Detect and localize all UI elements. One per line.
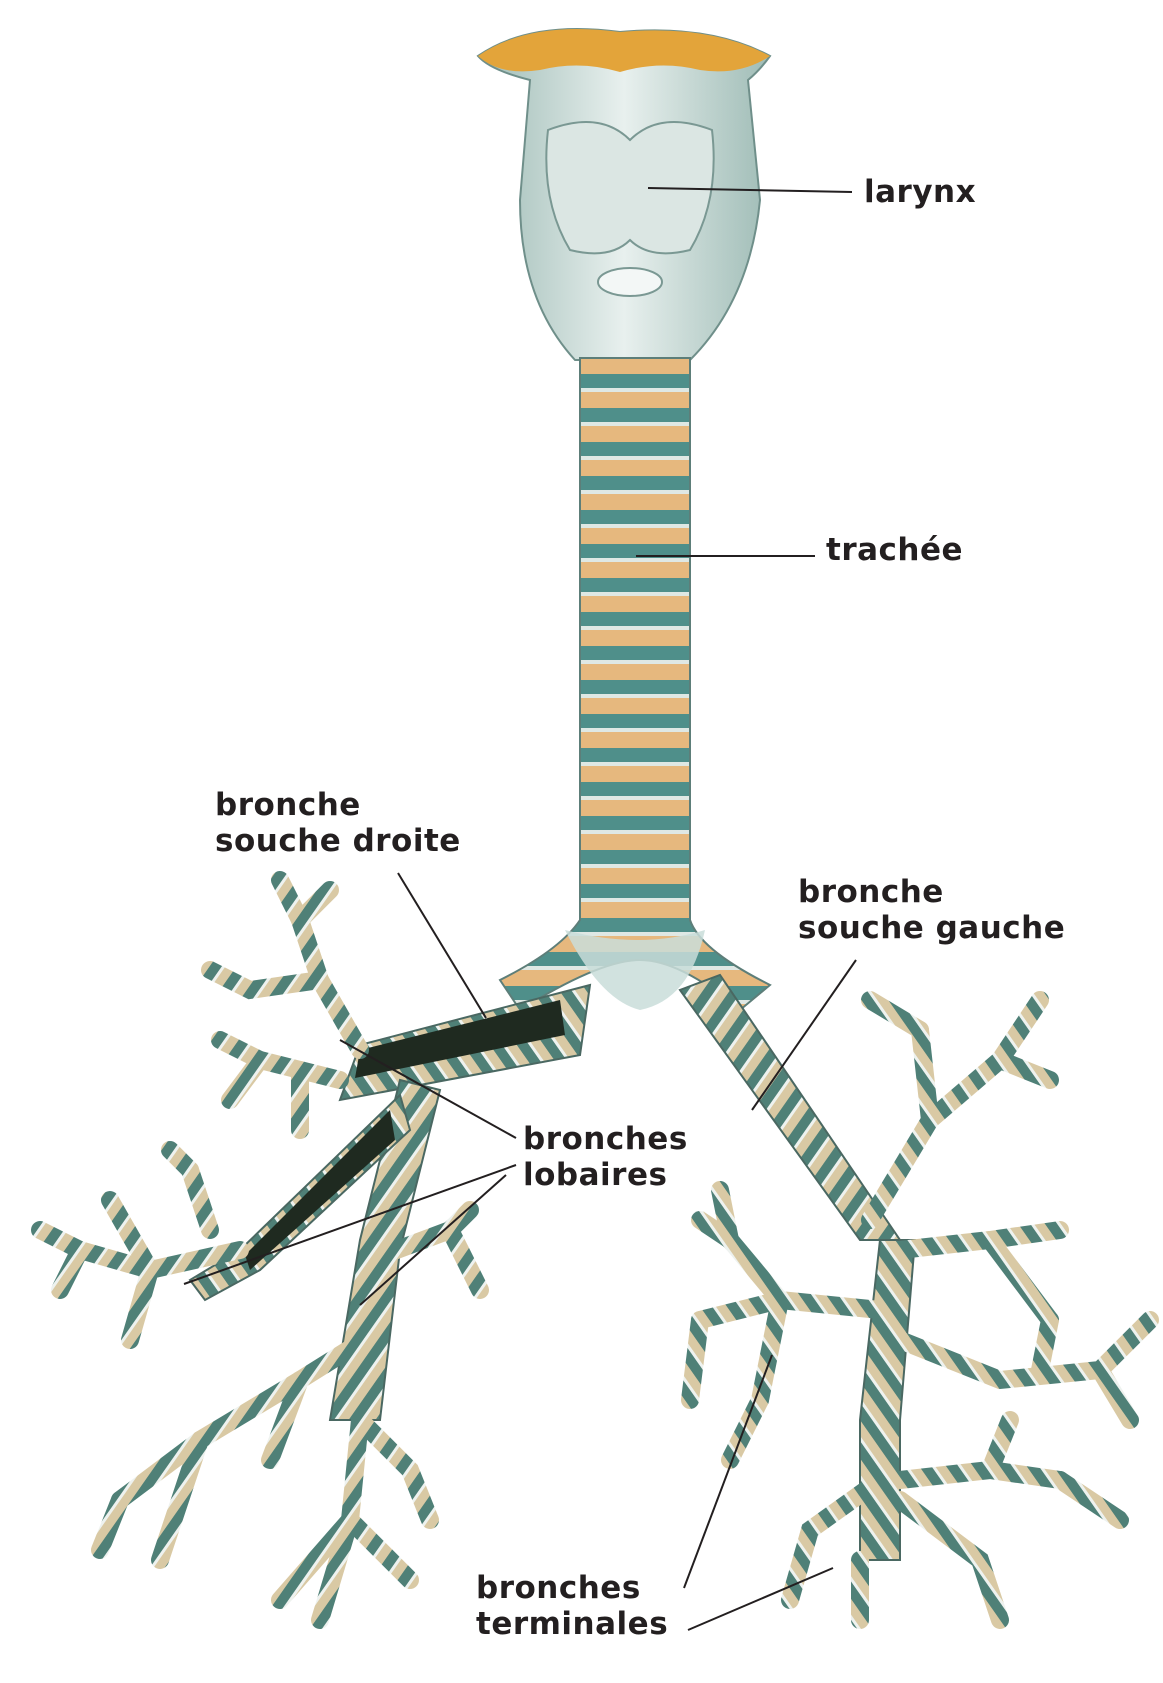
- label-bronches-lobaires-line1: bronches: [523, 1121, 688, 1157]
- leader-bronche-souche-gauche: [752, 960, 856, 1110]
- larynx-shape: [478, 29, 770, 360]
- label-bronches-lobaires: bronches lobaires: [523, 1121, 688, 1193]
- label-larynx: larynx: [864, 174, 976, 210]
- label-bronche-souche-droite-line1: bronche: [215, 787, 461, 823]
- label-bronches-terminales-line2: terminales: [476, 1606, 668, 1642]
- label-bronche-souche-gauche-line1: bronche: [798, 874, 1065, 910]
- leader-terminales-2: [688, 1568, 833, 1630]
- trachea-shape: [500, 358, 770, 1010]
- label-bronche-souche-gauche: bronche souche gauche: [798, 874, 1065, 946]
- label-bronches-terminales-line1: bronches: [476, 1570, 668, 1606]
- label-bronches-terminales: bronches terminales: [476, 1570, 668, 1642]
- label-bronche-souche-droite: bronche souche droite: [215, 787, 461, 859]
- label-trachee: trachée: [826, 532, 963, 568]
- leader-bronche-souche-droite: [398, 873, 486, 1018]
- label-bronches-lobaires-line2: lobaires: [523, 1157, 688, 1193]
- label-bronche-souche-gauche-line2: souche gauche: [798, 910, 1065, 946]
- label-bronche-souche-droite-line2: souche droite: [215, 823, 461, 859]
